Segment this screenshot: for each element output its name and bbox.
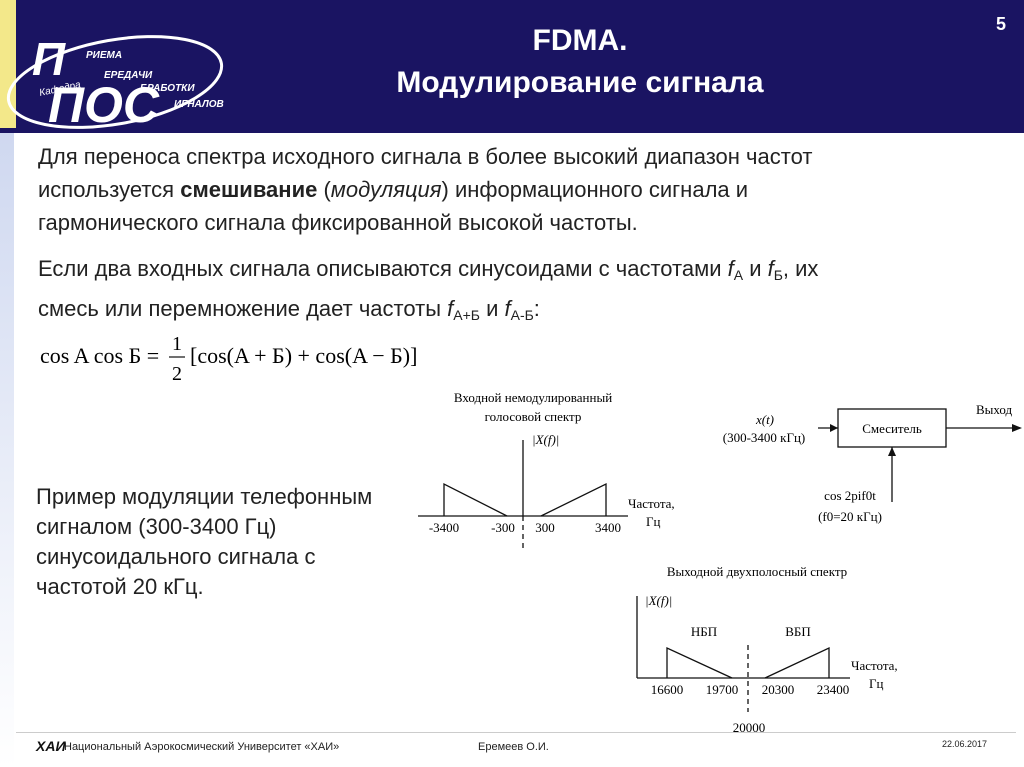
slide-title-line1: FDMA. [532, 24, 628, 57]
svg-text:cos A cos Б =: cos A cos Б = [40, 343, 159, 368]
svg-text:[cos(A + Б) + cos(A − Б)]: [cos(A + Б) + cos(A − Б)] [190, 343, 417, 368]
lsb-label: НБП [691, 624, 717, 639]
svg-text:1: 1 [172, 333, 182, 355]
upper-sideband [764, 646, 830, 679]
para1-line3: гармонического сигнала фиксированной выс… [38, 210, 638, 235]
mixer-block-label: Смеситель [862, 421, 922, 436]
mixer-input-label: x(t) [755, 412, 774, 427]
paragraph-mixing: Для переноса спектра исходного сигнала в… [38, 140, 812, 239]
mixer-block [837, 408, 947, 448]
para1-line2: используется смешивание (модуляция) инфо… [38, 177, 749, 202]
output-spectrum-diagram: Выходной двухполосный спектр |X(f)| НБП … [636, 564, 898, 735]
usb-label: ВБП [785, 624, 811, 639]
svg-text:РИЕМА: РИЕМА [86, 50, 122, 61]
svg-text:2: 2 [172, 363, 182, 385]
carrier-label-1: cos 2pif0t [824, 488, 876, 503]
input-tick-1: -3400 [429, 520, 459, 535]
output-tick-4: 23400 [817, 682, 850, 697]
svg-text:ПОС: ПОС [48, 77, 160, 133]
svg-text:П: П [32, 33, 66, 85]
para1-line1: Для переноса спектра исходного сигнала в… [38, 144, 813, 169]
carrier-label-2: (f0=20 кГц) [818, 509, 882, 524]
slide-number: 5 [995, 14, 1006, 34]
input-neg-sideband [443, 482, 508, 517]
input-spectrum-diagram: Входной немодулированный голосовой спект… [418, 390, 675, 548]
paragraph-sinusoids: Если два входных сигнала описываются син… [38, 252, 818, 332]
output-x-label-2: Гц [869, 676, 884, 691]
term-mixing: смешивание [180, 177, 318, 202]
university-logo: ХАИ [36, 738, 66, 754]
output-tick-1: 16600 [651, 682, 684, 697]
slide-title-line2: Модулирование сигнала [396, 66, 764, 99]
input-spectrum-title-2: голосовой спектр [485, 409, 582, 424]
input-tick-2: -300 [491, 520, 515, 535]
term-modulation: модуляция [330, 177, 442, 202]
footer-date: 22.06.2017 [942, 739, 988, 749]
department-logo: П ПОС РИЕМА ЕРЕДАЧИ БРАБОТКИ ИГНАЛОВ Каф… [6, 33, 224, 133]
footer-divider [16, 732, 1016, 733]
output-center-tick: 20000 [733, 720, 766, 735]
output-y-label: |X(f)| [645, 593, 672, 608]
output-x-label-1: Частота, [851, 658, 898, 673]
lower-sideband [666, 646, 733, 679]
output-tick-2: 19700 [706, 682, 739, 697]
input-pos-sideband [540, 482, 607, 517]
para2-line1: Если два входных сигнала описываются син… [38, 256, 819, 283]
input-x-label-1: Частота, [628, 496, 675, 511]
input-x-label-2: Гц [646, 514, 661, 529]
output-spectrum-title: Выходной двухполосный спектр [667, 564, 847, 579]
mixer-input-range: (300-3400 кГц) [723, 430, 806, 445]
left-gradient-bar [0, 133, 14, 767]
output-tick-3: 20300 [762, 682, 795, 697]
product-to-sum-formula: cos A cos Б = 1 2 [cos(A + Б) + cos(A − … [40, 333, 417, 385]
svg-text:ЕРЕДАЧИ: ЕРЕДАЧИ [104, 70, 153, 81]
mixer-output-label: Выход [976, 402, 1013, 417]
footer-university: Национальный Аэрокосмический Университет… [64, 741, 340, 753]
mixer-block-diagram: x(t) (300-3400 кГц) Смеситель Выход cos … [723, 402, 1022, 524]
header-accent-strip [0, 0, 16, 128]
input-y-label: |X(f)| [532, 432, 559, 447]
footer-author: Еремеев О.И. [478, 741, 549, 753]
input-tick-3: 300 [535, 520, 555, 535]
input-spectrum-title-1: Входной немодулированный [454, 390, 612, 405]
svg-text:ИГНАЛОВ: ИГНАЛОВ [174, 99, 224, 110]
example-description: Пример модуляции телефонным сигналом (30… [36, 484, 373, 599]
input-tick-4: 3400 [595, 520, 621, 535]
para2-line2: смесь или перемножение дает частоты fА+Б… [38, 296, 540, 323]
svg-text:БРАБОТКИ: БРАБОТКИ [140, 83, 195, 94]
